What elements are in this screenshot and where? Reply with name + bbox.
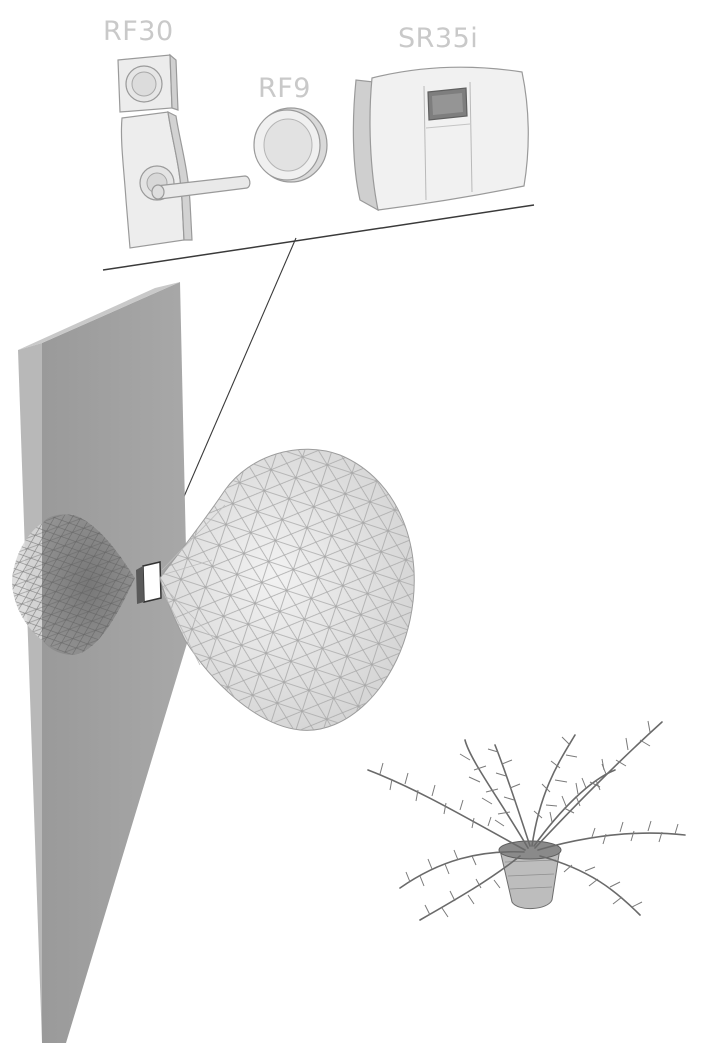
door-handle-reader-icon — [118, 55, 250, 248]
wall-terminal-icon — [353, 67, 528, 210]
rf30-device: RF30 — [103, 16, 250, 248]
front-radiation-lobe — [150, 430, 440, 740]
round-reader-icon — [254, 108, 327, 182]
sr35i-label: SR35i — [398, 23, 478, 54]
sr35i-device: SR35i — [353, 23, 528, 210]
rf30-label: RF30 — [103, 16, 174, 47]
rf9-label: RF9 — [258, 73, 311, 104]
wall-mounted-reader — [136, 562, 161, 604]
potted-fern-icon — [368, 721, 685, 920]
rf9-device: RF9 — [254, 73, 327, 182]
wall-panel — [18, 282, 188, 1043]
